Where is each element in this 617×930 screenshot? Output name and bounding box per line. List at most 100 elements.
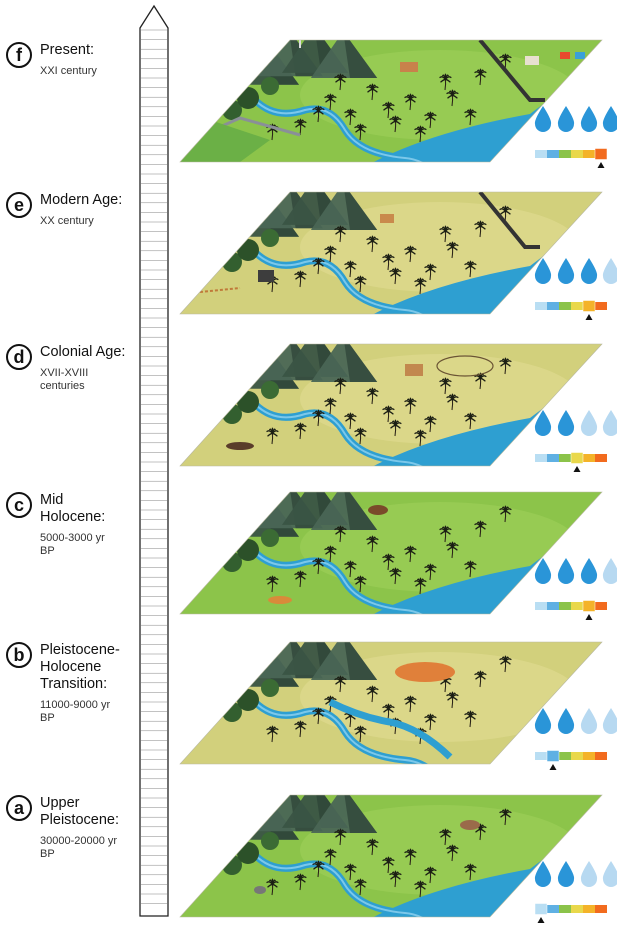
water-drop-icon (557, 861, 575, 887)
scale-segment (547, 302, 559, 310)
water-drop-icon (580, 558, 598, 584)
scale-segment (547, 150, 559, 158)
hut (368, 505, 388, 515)
scale-segment (595, 302, 607, 310)
period-date-line: XXI century (40, 65, 97, 77)
landscape-panel-d (179, 343, 603, 467)
scale-segment (571, 302, 583, 310)
period-date-range: XXI century (40, 65, 97, 78)
period-date-line: BP (40, 545, 55, 557)
period-title-line: Mid (40, 492, 64, 508)
farmhouse (380, 214, 394, 223)
water-drop-icon (602, 861, 617, 887)
period-letter-badge: f (6, 42, 32, 68)
humidity-indicator-f (534, 106, 617, 168)
scale-segment (535, 302, 547, 310)
settlement-camp (395, 662, 455, 682)
water-drop-icon (557, 258, 575, 284)
water-drop-icon (602, 258, 617, 284)
period-title-line: Holocene (40, 659, 102, 675)
fire-camp (268, 596, 292, 604)
water-drop-icon (534, 410, 552, 436)
scale-segment (571, 752, 583, 760)
scale-segment (535, 752, 547, 760)
water-drop-icon (534, 258, 552, 284)
period-date-line: BP (40, 848, 55, 860)
time-axis-outline (139, 4, 169, 917)
shed (258, 270, 274, 282)
scale-pointer-icon (585, 614, 593, 620)
water-drop-icon (534, 558, 552, 584)
period-title-line: Transition: (40, 676, 108, 692)
landscape-panel-f (179, 39, 603, 163)
scale-marker-box (570, 452, 584, 464)
scale-segment (583, 752, 595, 760)
water-drop-icon (557, 558, 575, 584)
scale-segment (559, 905, 571, 913)
corral (436, 355, 494, 377)
road (478, 40, 545, 102)
road (478, 192, 540, 249)
landscape-panel-b (179, 641, 603, 765)
scale-marker-box (534, 903, 548, 915)
scale-pointer-icon (549, 764, 557, 770)
water-drop-icon (557, 410, 575, 436)
megafauna (460, 820, 480, 830)
humidity-indicator-c (534, 558, 617, 620)
period-letter-badge: e (6, 192, 32, 218)
house (525, 56, 539, 65)
water-drop-icon (580, 258, 598, 284)
scale-pointer-icon (585, 314, 593, 320)
period-title: Colonial Age: (40, 344, 125, 361)
scale-segment (571, 905, 583, 913)
water-drop-icon (557, 708, 575, 734)
period-title: Modern Age: (40, 192, 122, 209)
scale-segment (547, 905, 559, 913)
water-drop-icon (602, 708, 617, 734)
humidity-indicator-d (534, 410, 617, 472)
humidity-indicator-b (534, 708, 617, 770)
scale-segment (583, 150, 595, 158)
period-title-line: Holocene: (40, 509, 106, 525)
scale-segment (571, 602, 583, 610)
water-drop-icon (534, 106, 552, 132)
scale-pointer-icon (573, 466, 581, 472)
scale-segment (595, 602, 607, 610)
scale-segment (559, 602, 571, 610)
farmhouse (400, 62, 418, 72)
scale-segment (547, 602, 559, 610)
scale-segment (595, 905, 607, 913)
scale-segment (559, 150, 571, 158)
period-date-line: XVII-XVIII (40, 367, 89, 379)
colonial-house (405, 364, 423, 376)
scale-marker-box (594, 148, 608, 160)
scale-marker-box (582, 600, 596, 612)
water-drop-icon (602, 410, 617, 436)
scale-segment (595, 752, 607, 760)
period-date-line: 30000-20000 yr (40, 835, 118, 847)
period-date-range: XX century (40, 215, 94, 228)
period-title-line: Present: (40, 42, 94, 58)
fence (199, 287, 241, 293)
water-drop-icon (580, 106, 598, 132)
scale-marker-box (546, 750, 560, 762)
landscape-panel-c (179, 491, 603, 615)
period-title-line: Pleistocene- (40, 642, 120, 658)
scale-segment (559, 454, 571, 462)
water-drop-icon (580, 410, 598, 436)
period-title-line: Pleistocene: (40, 812, 119, 828)
period-letter-badge: c (6, 492, 32, 518)
period-letter-badge: b (6, 642, 32, 668)
scale-pointer-icon (537, 917, 545, 923)
scale-segment (583, 454, 595, 462)
period-letter-badge: d (6, 344, 32, 370)
period-date-line: 5000-3000 yr (40, 532, 105, 544)
humidity-indicator-e (534, 258, 617, 320)
scale-segment (547, 454, 559, 462)
